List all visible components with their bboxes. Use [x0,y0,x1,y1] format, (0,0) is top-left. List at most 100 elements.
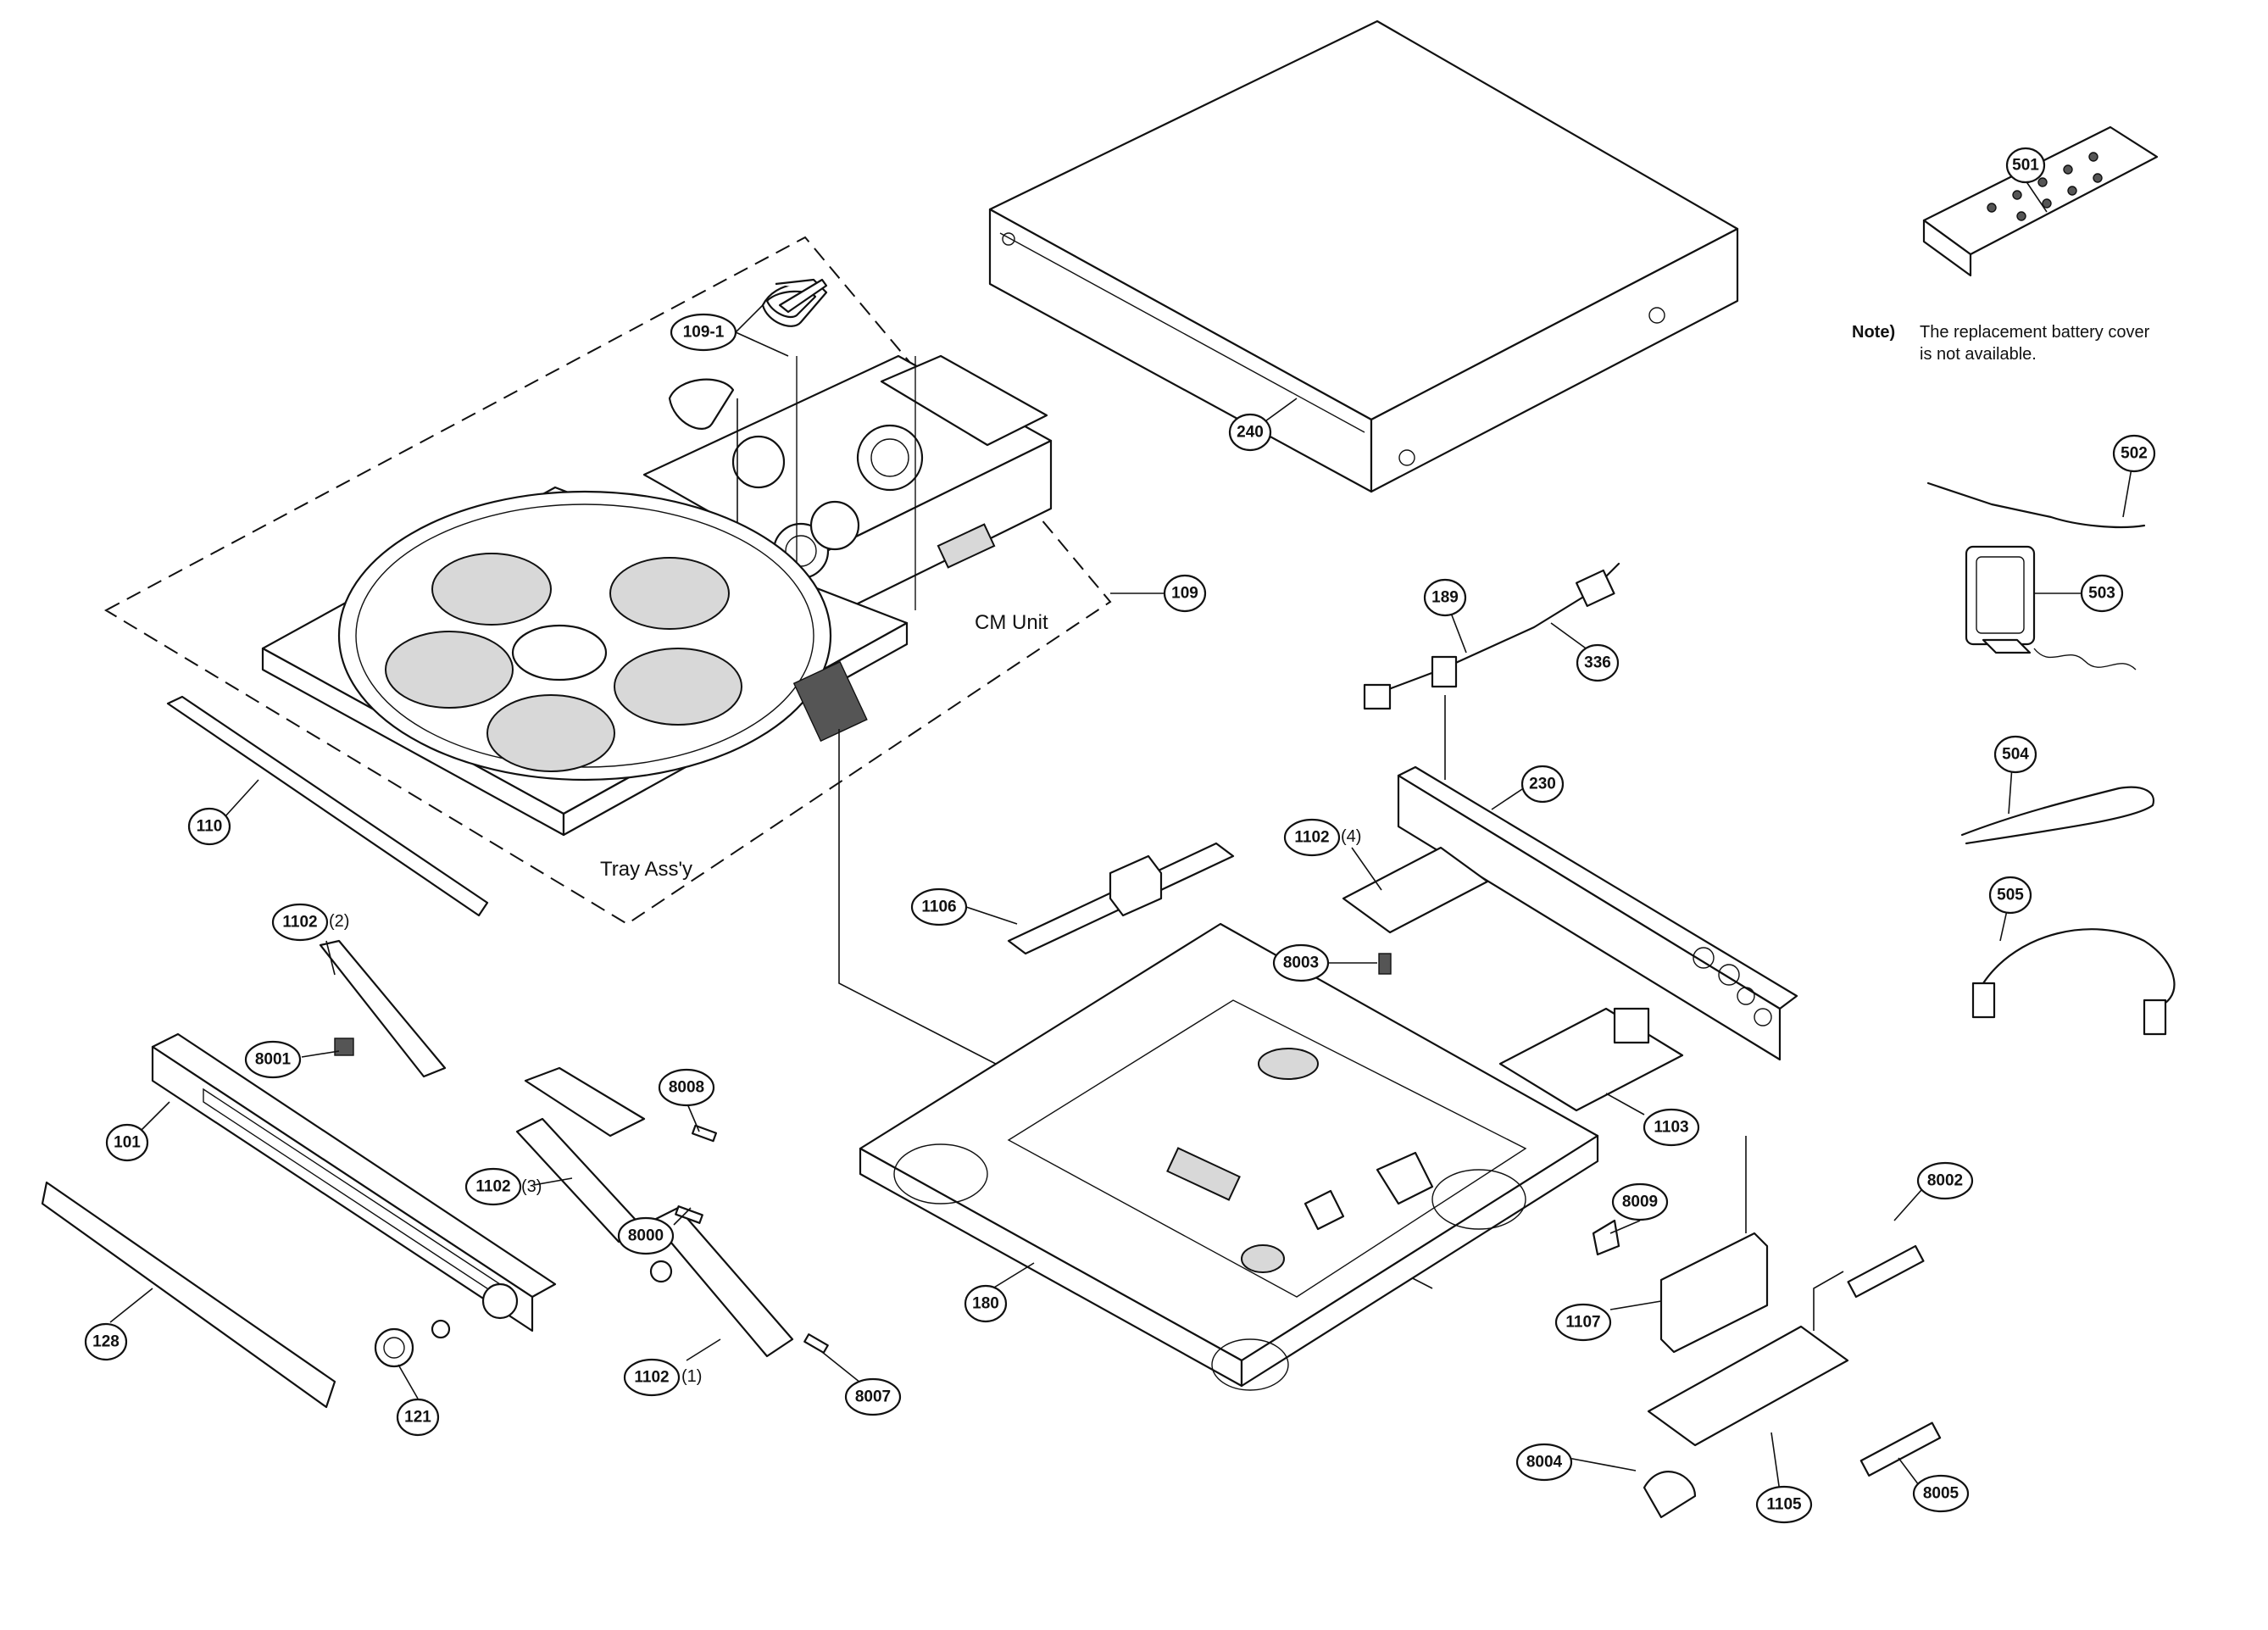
svg-text:1103: 1103 [1654,1119,1688,1137]
svg-text:1102: 1102 [1294,829,1329,847]
qualifier-2: (2) [329,912,349,931]
callout-1102-1: 1102 [623,1358,681,1397]
callout-1102-4: 1102 [1283,818,1341,857]
callout-8005: 8005 [1912,1474,1970,1513]
remote-control [1922,125,2159,277]
callout-8007: 8007 [844,1377,902,1416]
svg-text:1105: 1105 [1766,1496,1802,1514]
callout-8004: 8004 [1515,1443,1573,1482]
svg-text:109: 109 [1171,585,1198,603]
callout-109: 109 [1163,574,1207,613]
svg-text:180: 180 [972,1295,999,1313]
power-cord [1363,562,1620,780]
qualifier-4: (4) [1341,827,1361,846]
callout-501: 501 [2005,147,2046,184]
power-board [1007,842,1235,955]
svg-text:8005: 8005 [1923,1485,1959,1503]
svg-text:8000: 8000 [628,1227,664,1245]
chassis-part [859,922,1599,1391]
callout-110: 110 [187,807,231,846]
svg-text:1102: 1102 [282,914,317,932]
callout-240: 240 [1228,413,1272,452]
tray-front-panel [166,695,489,917]
svg-text:505: 505 [1997,887,2024,904]
callout-502: 502 [2112,434,2156,473]
cm-unit-mechanism [642,354,1053,633]
callout-128: 128 [84,1322,128,1361]
note-prefix: Note) [1852,323,1895,342]
note-line-1: The replacement battery cover [1920,323,2150,342]
front-board-3 [515,1066,646,1243]
callout-336: 336 [1576,643,1620,682]
callout-180: 180 [964,1284,1008,1323]
qualifier-1: (1) [681,1367,702,1386]
tray-assembly [261,486,909,837]
callout-230: 230 [1520,765,1565,804]
callout-8008: 8008 [658,1068,715,1107]
qualifier-3: (3) [521,1177,542,1196]
callout-1105: 1105 [1755,1485,1813,1524]
callout-1102-2: 1102 [271,903,329,942]
svg-text:8007: 8007 [855,1388,891,1406]
svg-text:121: 121 [404,1409,431,1427]
svg-text:1102: 1102 [475,1178,510,1196]
callout-8001: 8001 [244,1040,302,1079]
flex-cables [675,1124,1942,1519]
svg-text:501: 501 [2012,157,2039,175]
svg-text:8001: 8001 [255,1051,292,1069]
front-bezel [151,1032,557,1332]
svg-text:8002: 8002 [1927,1172,1963,1190]
board-1103 [1498,1007,1684,1112]
cm-unit-label: CM Unit [975,611,1048,634]
svg-text:101: 101 [114,1134,141,1152]
am-loop-antenna [1965,545,2137,670]
callout-109-1: 109-1 [670,313,737,352]
top-cover-part [988,19,1739,493]
svg-text:8003: 8003 [1283,954,1319,972]
svg-text:110: 110 [197,818,223,836]
callout-189: 189 [1423,578,1467,617]
front-board-2 [319,939,447,1078]
callout-505: 505 [1988,876,2032,915]
fm-antenna [1926,481,2146,529]
leader-lines [109,180,2135,1493]
callout-8000: 8000 [617,1216,675,1255]
callout-1103: 1103 [1643,1108,1700,1147]
svg-text:504: 504 [2002,746,2029,764]
svg-text:1107: 1107 [1565,1314,1600,1332]
callout-1106: 1106 [910,887,968,926]
svg-text:336: 336 [1584,654,1611,672]
svg-text:503: 503 [2088,585,2115,603]
belt-parts [668,278,828,593]
svg-text:502: 502 [2121,445,2148,463]
svg-text:128: 128 [92,1333,120,1351]
callout-504: 504 [1993,735,2037,774]
svg-text:189: 189 [1431,589,1459,607]
front-board-1 [649,1206,794,1358]
input-board-4 [1342,846,1489,975]
svg-text:8009: 8009 [1622,1193,1658,1211]
svg-text:8004: 8004 [1526,1454,1563,1471]
front-plate [41,1181,336,1409]
callout-121: 121 [396,1398,440,1437]
box-1107 [1659,1136,1769,1354]
svg-text:8008: 8008 [669,1079,704,1097]
callout-1107: 1107 [1554,1303,1612,1342]
callout-503: 503 [2080,574,2124,613]
video-cable [1971,928,2176,1036]
tray-assy-label: Tray Ass'y [600,858,692,881]
callout-8003: 8003 [1272,943,1330,982]
svg-text:230: 230 [1529,776,1556,793]
battery-cover-note: Note) The replacement battery cover is n… [1852,323,2150,364]
callout-101: 101 [105,1123,149,1162]
callout-1102-3: 1102 [464,1167,522,1206]
svg-text:1102: 1102 [634,1369,669,1387]
rear-panel [1397,765,1798,1061]
svg-text:109-1: 109-1 [683,324,725,342]
svg-text:1106: 1106 [921,898,956,916]
volume-knob [374,1319,451,1368]
note-line-2: is not available. [1920,345,2037,364]
callout-8009: 8009 [1611,1182,1669,1221]
svg-text:240: 240 [1237,424,1264,442]
